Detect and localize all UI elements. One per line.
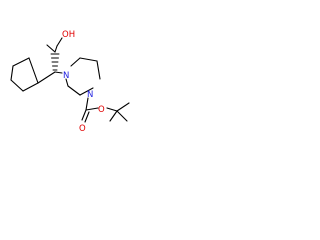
bond <box>81 109 87 121</box>
bond <box>12 57 30 67</box>
bond <box>84 111 90 123</box>
bond <box>109 110 118 122</box>
bond <box>56 37 63 47</box>
bond <box>22 82 39 92</box>
hydroxyl-label: OH <box>62 30 75 40</box>
bond <box>106 107 118 112</box>
bond <box>10 79 24 92</box>
piperazine-n4-label: N <box>87 90 93 100</box>
bond <box>79 87 94 96</box>
hashed-wedge-bond <box>50 53 60 71</box>
structure-canvas: OH N N O O <box>0 0 152 152</box>
bond <box>70 57 81 67</box>
boc-group <box>81 97 130 123</box>
bond <box>37 71 56 84</box>
atom-labels: OH N N O O <box>62 30 105 134</box>
bond <box>28 57 39 84</box>
bond <box>54 71 63 74</box>
molecule-drawing: OH N N O O <box>10 30 130 134</box>
bond <box>85 97 89 111</box>
bond <box>116 110 128 122</box>
piperazine-ring <box>65 57 101 96</box>
bond <box>96 60 101 80</box>
bond <box>67 85 81 96</box>
ester-oxygen-label: O <box>98 105 105 115</box>
carbonyl-oxygen-label: O <box>79 124 86 134</box>
bond <box>79 57 98 62</box>
side-chain <box>37 37 63 84</box>
piperazine-n1-label: N <box>63 71 69 81</box>
bond <box>10 65 14 81</box>
bond <box>46 44 56 53</box>
bond <box>116 102 130 112</box>
bond <box>85 107 99 111</box>
bond <box>65 78 69 87</box>
bond <box>54 45 58 53</box>
cyclopentyl-ring <box>10 57 39 92</box>
